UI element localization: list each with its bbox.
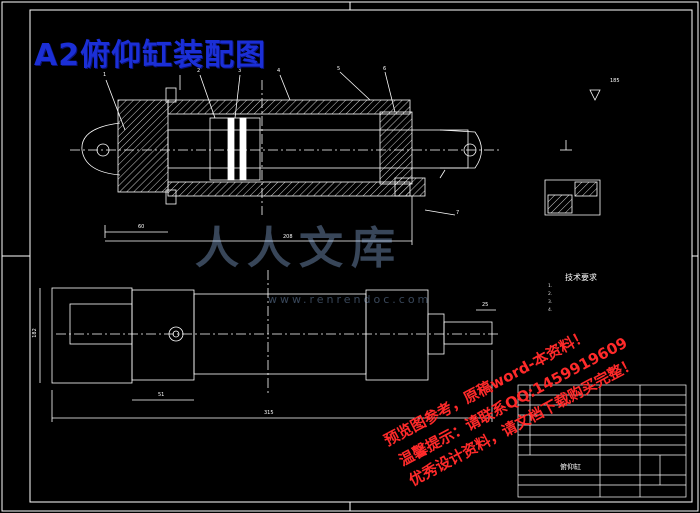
- dim-182: 182: [31, 328, 38, 338]
- drawing-title: A2俯仰缸装配图: [34, 38, 267, 73]
- dim-185: 185: [610, 78, 620, 84]
- watermark-url: www.renrendoc.com: [268, 293, 432, 306]
- dim-51: 51: [158, 392, 165, 398]
- part-number-6: 6: [383, 66, 387, 72]
- technical-requirements-title: 技术要求: [565, 273, 597, 282]
- outer-view: [39, 270, 500, 422]
- part-number-5: 5: [337, 66, 341, 72]
- title-block-name: 俯仰缸: [560, 463, 581, 471]
- part-number-2: 2: [197, 68, 201, 74]
- section-view: [70, 71, 500, 245]
- watermark-logo: 人人文库: [195, 223, 403, 274]
- title-block: [517, 384, 687, 498]
- requirement-line-4: 4.: [548, 308, 553, 313]
- part-number-7: 7: [456, 210, 460, 216]
- part-number-4: 4: [277, 68, 281, 74]
- requirement-line-2: 2.: [548, 292, 553, 297]
- requirement-line-3: 3.: [548, 300, 553, 305]
- dim-315: 315: [264, 410, 274, 416]
- dim-60: 60: [138, 224, 145, 230]
- part-number-1: 1: [103, 72, 107, 78]
- requirement-line-1: 1.: [548, 284, 553, 289]
- dim-208: 208: [283, 234, 293, 240]
- dim-25: 25: [482, 302, 489, 308]
- detail-view: [544, 89, 601, 216]
- part-number-3: 3: [238, 68, 242, 74]
